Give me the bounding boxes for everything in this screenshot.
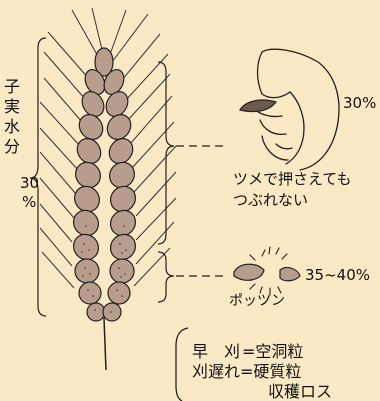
moisture-label-char: 実 [2,97,22,117]
early-harvest-label: 早 刈 [192,344,240,360]
moisture-unit: % [22,195,36,210]
grain-half-right-icon [280,268,300,281]
grain [103,303,121,321]
pop-sound: ポッツン [229,294,285,308]
yield-loss: 収穫ロス [268,384,332,400]
moisture-value: 30 [20,176,39,191]
nail-note-line1: ツメで押さえても [233,172,352,187]
moisture-label: 子 実 水 分 [2,77,22,157]
late-harvest-result: 刈遅れ=硬質粒 [192,364,301,380]
grain [87,303,105,321]
pinched-grain-icon [240,100,276,112]
moisture-label-char: 分 [2,137,22,157]
hard-press-percent: 30% [343,96,376,111]
notes-bracket [176,328,188,401]
moisture-label-char: 水 [2,117,22,137]
pop-percent: 35~40% [305,268,370,283]
early-harvest-result: =空洞粒 [242,344,303,360]
wheat-grains [68,48,140,321]
nail-note-line2: つぶれない [233,193,308,208]
grain-half-left-icon [234,264,264,280]
right-brace-upper [158,62,174,244]
moisture-label-char: 子 [2,77,22,97]
right-brace-lower [158,252,174,302]
wheat-stem [104,318,106,370]
